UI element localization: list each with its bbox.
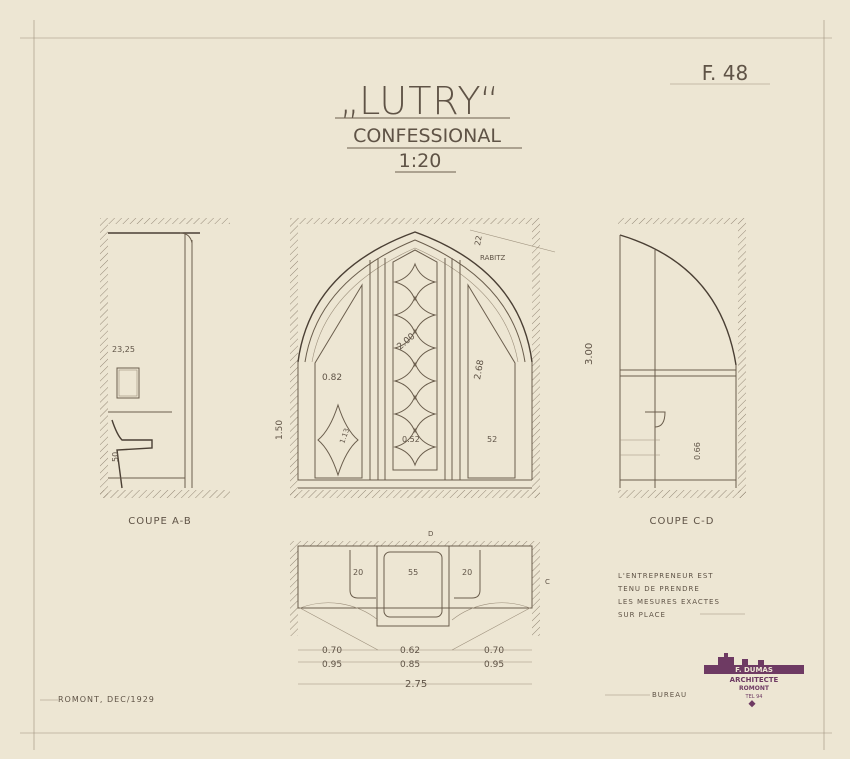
subtitle: CONFESSIONAL [353,125,501,147]
stamp-line: ROMONT [739,685,770,692]
dim-plan-b2: 0.85 [400,660,420,670]
section-cd-label: COUPE C-D [650,516,715,527]
stamp-line: F. DUMAS [735,666,773,674]
dim-elev-2: 2.00 [396,332,418,353]
sheet-number: F. 48 [702,61,748,85]
dim-elev-4: 0.52 [402,435,420,444]
title-block: „LUTRY“ CONFESSIONAL 1:20 F. 48 [335,61,770,173]
lattice-diamond [393,295,437,335]
note-line: SUR PLACE [618,611,666,619]
note-line: L'ENTREPRENEUR EST [618,572,714,580]
dim-elev-1: 0.82 [322,373,342,383]
plan-drawing: D C 0.70 0.62 0.70 0.95 0.85 0.95 2.75 2… [290,530,550,690]
section-marker-b: D [428,530,433,538]
dim-plan-a2: 0.62 [400,646,420,656]
dim-elev-8: 1.13 [338,427,351,444]
scale-label: 1:20 [399,150,442,172]
section-ab-drawing: 23,25 50 [100,218,230,498]
dim-ab-1: 23,25 [112,345,135,354]
sheet-border [20,20,832,750]
dim-plan-c2: 20 [462,568,472,577]
lattice-diamond [393,328,437,368]
architect-stamp: F. DUMAS ARCHITECTE ROMONT TEL 94 [704,653,804,708]
dim-plan-c1: 20 [353,568,363,577]
bureau-label: BUREAU [652,691,687,699]
dim-elev-7: 22 [473,235,484,247]
note-line: LES MESURES EXACTES [618,598,720,606]
dim-plan-b3: 0.95 [484,660,504,670]
lattice-diamond [393,361,437,401]
dim-elev-6: 1.50 [275,420,285,440]
place-date: ROMONT, DEC/1929 [58,695,155,704]
contractor-note: L'ENTREPRENEUR EST TENU DE PRENDRE LES M… [617,572,745,619]
dim-plan-b1: 0.95 [322,660,342,670]
dim-cd-1: 3.00 [584,343,595,365]
lattice-diamond [393,262,437,302]
lattice-diamond [393,427,437,467]
section-marker-c: C [545,578,550,586]
dim-plan-total: 2.75 [405,679,427,690]
stamp-line: TEL 94 [745,694,763,700]
section-ab-label: COUPE A-B [128,516,191,527]
dim-elev-5: 52 [487,435,497,444]
note-line: TENU DE PRENDRE [617,585,700,593]
lattice-diamond [393,394,437,434]
dim-cd-2: 0.66 [693,442,702,460]
rabitz-label: RABITZ [480,254,506,262]
title: „LUTRY“ [340,79,500,123]
dim-ab-2: 50 [111,452,120,462]
dim-plan-a1: 0.70 [322,646,342,656]
section-cd-drawing: 3.00 0.66 [584,218,746,498]
elevation-drawing: RABITZ 0.82 2.00 2.68 0.52 52 1.50 22 1.… [275,218,556,498]
stamp-line: ARCHITECTE [730,676,779,684]
dim-plan-c3: 55 [408,568,418,577]
dim-plan-a3: 0.70 [484,646,504,656]
dim-elev-3: 2.68 [473,359,486,381]
